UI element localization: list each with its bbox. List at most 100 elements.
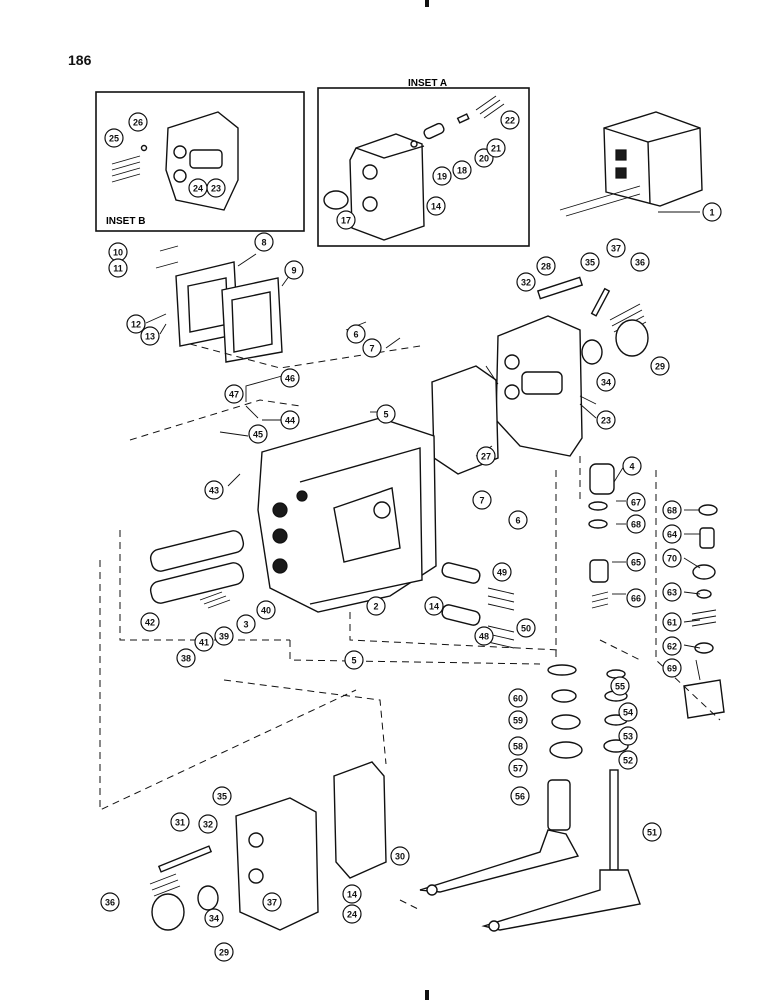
callout-label: 1 [709, 208, 714, 218]
callout-56: 56 [510, 786, 530, 806]
callout-label: 9 [291, 266, 296, 276]
callout-32: 32 [198, 814, 218, 834]
callout-label: 37 [267, 898, 277, 908]
registration-mark-top [425, 0, 429, 7]
valve-body-2 [257, 417, 437, 613]
callout-label: 5 [351, 656, 356, 666]
callout-57: 57 [508, 758, 528, 778]
callout-40: 40 [256, 600, 276, 620]
callout-18: 18 [452, 160, 472, 180]
cover-plate-15 [495, 276, 649, 457]
callout-label: 32 [203, 820, 213, 830]
callout-17: 17 [336, 210, 356, 230]
callout-69: 69 [662, 658, 682, 678]
callout-label: 57 [513, 764, 523, 774]
callout-24: 24 [188, 178, 208, 198]
inset-a-frame: INSET A [317, 78, 530, 247]
callout-5: 5 [376, 404, 396, 424]
callout-label: 3 [243, 620, 248, 630]
callout-label: 37 [611, 244, 621, 254]
callout-label: 7 [369, 344, 374, 354]
callout-label: 66 [631, 594, 641, 604]
callout-43: 43 [204, 480, 224, 500]
callout-31: 31 [170, 812, 190, 832]
callout-12: 12 [126, 314, 146, 334]
callout-6: 6 [508, 510, 528, 530]
callout-42: 42 [140, 612, 160, 632]
callout-label: 46 [285, 374, 295, 384]
registration-mark-bottom [425, 990, 429, 1000]
callout-label: 14 [431, 202, 441, 212]
callout-label: 39 [219, 632, 229, 642]
callout-label: 64 [667, 530, 677, 540]
callout-label: 7 [479, 496, 484, 506]
callout-36: 36 [100, 892, 120, 912]
callout-label: 38 [181, 654, 191, 664]
callout-10: 10 [108, 242, 128, 262]
callout-32: 32 [516, 272, 536, 292]
callout-label: 24 [193, 184, 203, 194]
callout-label: 14 [347, 890, 357, 900]
callout-label: 10 [113, 248, 123, 258]
callout-13: 13 [140, 326, 160, 346]
callout-6: 6 [346, 324, 366, 344]
callout-8: 8 [254, 232, 274, 252]
callout-label: 62 [667, 642, 677, 652]
callout-label: 34 [209, 914, 219, 924]
callout-label: 36 [105, 898, 115, 908]
cover-plate-8-gasket-9 [175, 261, 283, 363]
callout-label: 28 [541, 262, 551, 272]
callout-19: 19 [432, 166, 452, 186]
callout-label: 50 [521, 624, 531, 634]
callout-58: 58 [508, 736, 528, 756]
callout-label: 30 [395, 852, 405, 862]
callout-36: 36 [630, 252, 650, 272]
callout-48: 48 [474, 626, 494, 646]
callout-29: 29 [214, 942, 234, 962]
callout-51: 51 [642, 822, 662, 842]
callout-label: 36 [635, 258, 645, 268]
callout-label: 60 [513, 694, 523, 704]
callout-60: 60 [508, 688, 528, 708]
callout-label: 43 [209, 486, 219, 496]
callout-label: 23 [601, 416, 611, 426]
callout-label: 13 [145, 332, 155, 342]
inset-b-label: INSET B [106, 216, 145, 227]
callout-label: 29 [219, 948, 229, 958]
callout-49: 49 [492, 562, 512, 582]
callout-label: 48 [479, 632, 489, 642]
callout-label: 20 [479, 154, 489, 164]
callout-label: 25 [109, 134, 119, 144]
callout-28: 28 [536, 256, 556, 276]
callout-52: 52 [618, 750, 638, 770]
callout-47: 47 [224, 384, 244, 404]
callout-label: 21 [491, 144, 501, 154]
callout-11: 11 [108, 258, 128, 278]
callout-35: 35 [580, 252, 600, 272]
callout-label: 26 [133, 118, 143, 128]
callout-label: 42 [145, 618, 155, 628]
inset-b-frame: INSET B [95, 91, 305, 232]
leader-lines [145, 211, 701, 681]
callout-14: 14 [342, 884, 362, 904]
callout-label: 67 [631, 498, 641, 508]
callout-label: 6 [515, 516, 520, 526]
callout-label: 51 [647, 828, 657, 838]
callout-22: 22 [500, 110, 520, 130]
callout-24: 24 [342, 904, 362, 924]
callout-54: 54 [618, 702, 638, 722]
callout-25: 25 [104, 128, 124, 148]
callout-30: 30 [390, 846, 410, 866]
right-stack-64-70 [683, 504, 725, 719]
callout-41: 41 [194, 632, 214, 652]
callout-21: 21 [486, 138, 506, 158]
callout-29: 29 [650, 356, 670, 376]
callout-label: 12 [131, 320, 141, 330]
parts-4-65-66 [588, 463, 615, 609]
callout-26: 26 [128, 112, 148, 132]
callout-label: 49 [497, 568, 507, 578]
callout-64: 64 [662, 524, 682, 544]
callout-59: 59 [508, 710, 528, 730]
callout-68: 68 [626, 514, 646, 534]
